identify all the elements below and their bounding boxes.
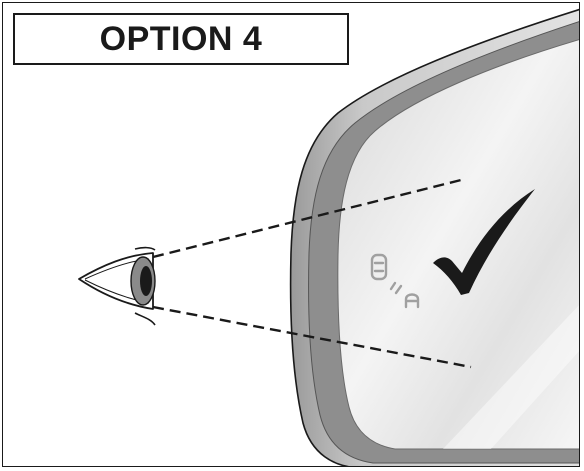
checkmark-icon [433, 189, 535, 295]
blind-spot-indicator-icon [370, 253, 420, 309]
mirror-glass [337, 39, 579, 450]
mirror-scene [78, 8, 579, 466]
glass-sheen [443, 305, 579, 449]
diagram-frame: OPTION 4 [2, 2, 580, 467]
title-box: OPTION 4 [13, 13, 349, 65]
sight-line-lower [152, 305, 472, 369]
page-title: OPTION 4 [99, 19, 263, 58]
sight-line-upper [152, 177, 466, 259]
eye-icon [78, 246, 156, 326]
